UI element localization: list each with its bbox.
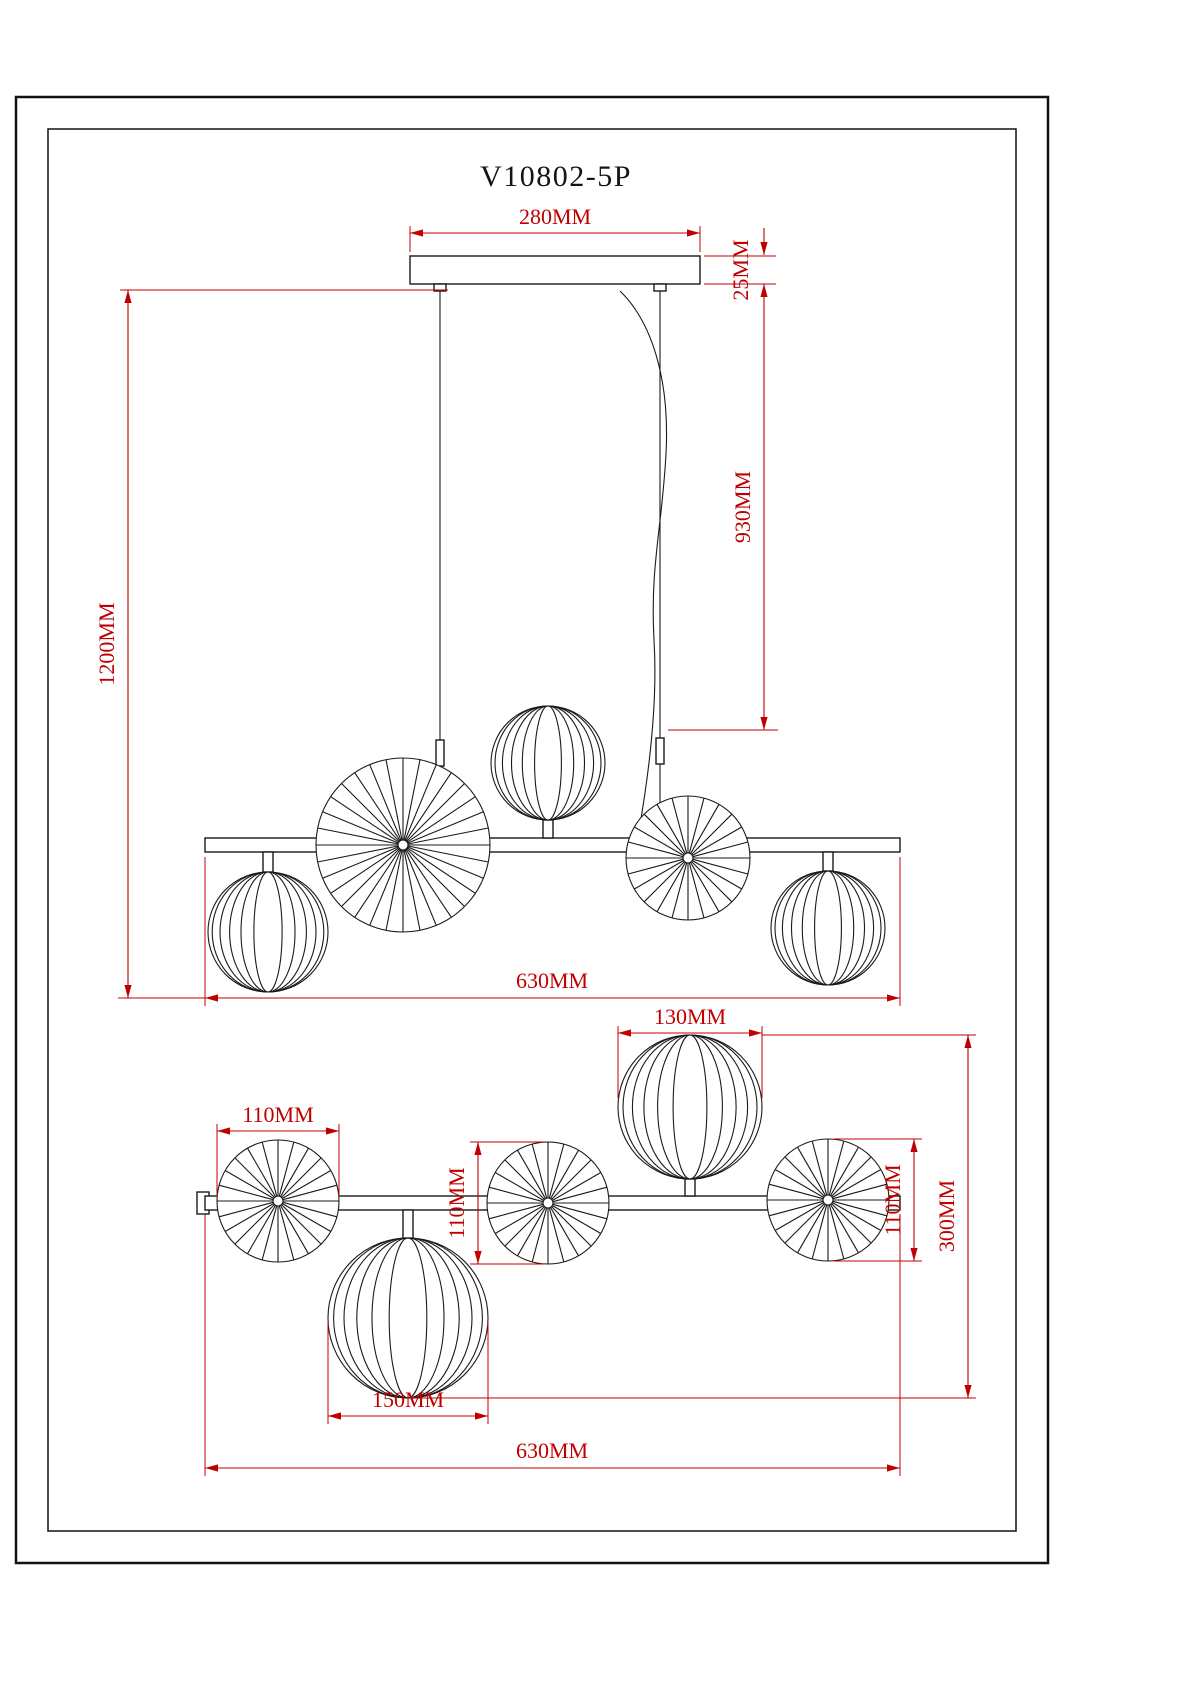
dim-sphere-bottom: 150MM — [327, 1322, 489, 1424]
dim-label-overall-height: 1200MM — [94, 602, 119, 685]
dim-label-sphere-bottom: 150MM — [372, 1387, 444, 1412]
dim-label-disc-right: 110MM — [880, 1164, 905, 1235]
dim-label-suspension-drop: 930MM — [730, 471, 755, 543]
dim-label-canopy-thickness: 25MM — [728, 239, 753, 300]
dim-label-disc-center: 110MM — [444, 1167, 469, 1238]
dim-canopy-thickness: 25MM — [704, 228, 776, 301]
dim-plan-width: 630MM — [204, 1214, 901, 1476]
stem-bottom-right — [822, 851, 834, 872]
dim-disc-center: 110MM — [444, 1141, 545, 1265]
left-cable-connector — [435, 739, 445, 767]
stem-plan-bottom — [402, 1209, 414, 1239]
stem-plan-top — [684, 1178, 696, 1197]
canopy-mount-right — [653, 283, 667, 292]
stem-bottom-left — [262, 851, 274, 873]
plan-disc-left — [216, 1139, 340, 1263]
ceiling-canopy — [409, 255, 701, 285]
dim-elevation-width: 630MM — [204, 857, 901, 1006]
inner-border — [47, 128, 1017, 1532]
dim-overall-height: 1200MM — [94, 289, 448, 999]
shade-disc-large-left — [315, 757, 491, 933]
right-cable-connector — [655, 737, 665, 765]
plan-disc-center — [486, 1141, 610, 1265]
dim-sphere-top: 130MM — [617, 1004, 763, 1098]
plan-view — [196, 1034, 901, 1399]
shade-sphere-bottom-left — [207, 871, 329, 993]
dim-label-plan-width: 630MM — [516, 1438, 588, 1463]
plan-sphere-bottom — [327, 1237, 489, 1399]
dim-label-canopy-width: 280MM — [519, 204, 591, 229]
dim-disc-left: 110MM — [216, 1102, 340, 1196]
dim-label-overall-depth: 300MM — [934, 1180, 959, 1252]
elevation-view — [204, 255, 901, 993]
dim-overall-depth: 300MM — [412, 1034, 976, 1399]
dim-suspension-drop: 930MM — [668, 284, 778, 731]
dim-label-sphere-top: 130MM — [654, 1004, 726, 1029]
plan-dimensions: 130MM 110MM 110MM 110MM 300M — [204, 1004, 976, 1476]
page-title: V10802-5P — [480, 160, 632, 193]
dim-label-elevation-width: 630MM — [516, 968, 588, 993]
fixture-bar-elevation — [204, 837, 901, 853]
shade-sphere-top-center — [490, 705, 606, 821]
power-cord — [619, 290, 668, 837]
dim-disc-right: 110MM — [834, 1138, 922, 1262]
outer-border — [14, 95, 1050, 1565]
dim-canopy-width: 280MM — [409, 204, 701, 252]
plan-sphere-top — [617, 1034, 763, 1180]
stem-top-center — [542, 819, 554, 839]
shade-sphere-bottom-right — [770, 870, 886, 986]
elevation-dimensions: 280MM 25MM 930MM 1200MM 630MM — [94, 204, 901, 1006]
plan-disc-right — [766, 1138, 890, 1262]
shade-disc-right — [625, 795, 751, 921]
dim-label-disc-left: 110MM — [242, 1102, 313, 1127]
